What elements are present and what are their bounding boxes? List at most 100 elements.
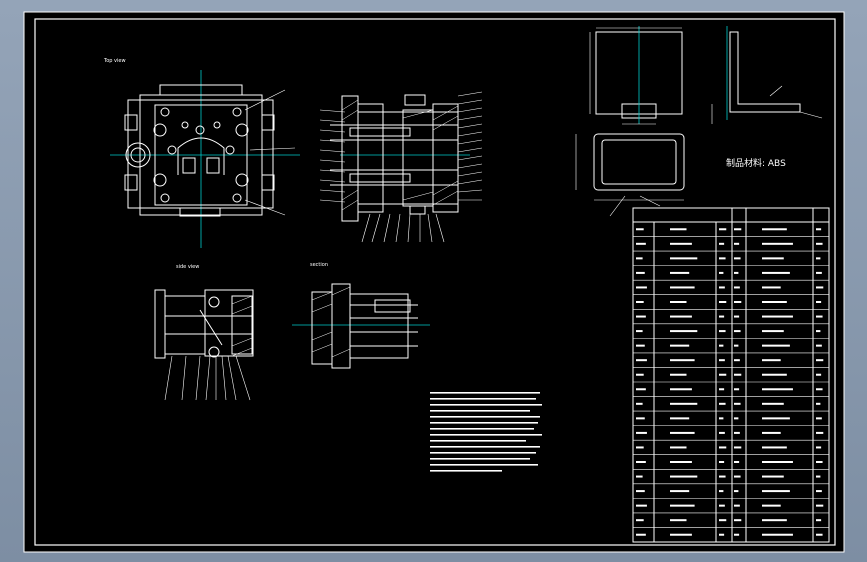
table-cell-glyphs bbox=[636, 533, 646, 536]
table-cell-glyphs bbox=[816, 344, 822, 347]
table-cell-glyphs bbox=[734, 446, 742, 449]
table-cell-glyphs bbox=[734, 388, 740, 391]
table-cell-glyphs bbox=[636, 431, 647, 434]
table-cell-glyphs bbox=[719, 388, 725, 391]
table-cell-glyphs bbox=[719, 373, 727, 376]
table-cell-glyphs bbox=[734, 402, 741, 405]
table-cell-glyphs bbox=[636, 490, 645, 493]
mold-side-section: side view bbox=[154, 264, 254, 401]
table-cell-glyphs bbox=[719, 446, 727, 449]
table-cell-glyphs bbox=[734, 301, 742, 303]
table-cell-glyphs bbox=[719, 315, 725, 318]
parts-table-rows bbox=[633, 228, 829, 536]
table-cell-glyphs bbox=[719, 257, 726, 260]
table-cell-glyphs bbox=[816, 242, 823, 245]
table-cell-glyphs bbox=[734, 286, 740, 289]
table-cell-glyphs bbox=[762, 431, 781, 434]
drawing-frame bbox=[34, 18, 836, 546]
mold-main-section bbox=[319, 91, 483, 243]
table-cell-glyphs bbox=[762, 228, 787, 231]
technical-notes bbox=[430, 392, 542, 472]
table-cell-glyphs bbox=[762, 446, 787, 449]
table-cell-glyphs bbox=[670, 431, 695, 434]
table-cell-glyphs bbox=[719, 519, 727, 522]
product-side-section bbox=[711, 26, 823, 124]
table-cell-glyphs bbox=[636, 301, 644, 303]
table-cell-glyphs bbox=[636, 271, 645, 274]
table-cell-glyphs bbox=[719, 344, 724, 347]
table-cell-glyphs bbox=[816, 431, 824, 434]
table-cell-glyphs bbox=[734, 242, 740, 245]
table-cell-glyphs bbox=[762, 475, 784, 478]
table-cell-glyphs bbox=[762, 373, 787, 376]
table-cell-glyphs bbox=[670, 533, 692, 536]
table-cell-glyphs bbox=[719, 330, 726, 333]
table-cell-glyphs bbox=[734, 315, 740, 318]
table-cell-glyphs bbox=[670, 461, 692, 463]
table-cell-glyphs bbox=[734, 359, 740, 362]
table-cell-glyphs bbox=[816, 446, 822, 449]
table-cell-glyphs bbox=[816, 461, 823, 463]
table-cell-glyphs bbox=[816, 417, 822, 420]
table-cell-glyphs bbox=[670, 228, 687, 231]
table-cell-glyphs bbox=[734, 490, 739, 493]
table-cell-glyphs bbox=[734, 228, 742, 231]
table-cell-glyphs bbox=[670, 446, 687, 449]
table-cell-glyphs bbox=[636, 373, 644, 376]
table-cell-glyphs bbox=[762, 533, 793, 536]
table-cell-glyphs bbox=[636, 228, 644, 231]
table-cell-glyphs bbox=[734, 431, 740, 434]
table-cell-glyphs bbox=[762, 286, 781, 289]
table-cell-glyphs bbox=[670, 301, 687, 303]
table-cell-glyphs bbox=[762, 461, 793, 463]
mold-top-view: Top view bbox=[103, 58, 300, 248]
table-cell-glyphs bbox=[719, 431, 725, 434]
table-cell-glyphs bbox=[670, 359, 695, 362]
table-cell-glyphs bbox=[816, 519, 822, 522]
table-cell-glyphs bbox=[636, 257, 643, 260]
table-cell-glyphs bbox=[762, 504, 781, 507]
table-cell-glyphs bbox=[816, 301, 822, 303]
table-cell-glyphs bbox=[816, 490, 822, 493]
table-cell-glyphs bbox=[816, 330, 821, 333]
table-cell-glyphs bbox=[719, 271, 724, 274]
table-cell-glyphs bbox=[816, 228, 822, 231]
table-cell-glyphs bbox=[719, 475, 726, 478]
table-cell-glyphs bbox=[762, 257, 784, 260]
table-cell-glyphs bbox=[734, 344, 739, 347]
svg-text:section: section bbox=[310, 262, 328, 268]
table-cell-glyphs bbox=[762, 388, 793, 391]
table-cell-glyphs bbox=[734, 519, 742, 522]
table-cell-glyphs bbox=[816, 373, 822, 376]
table-cell-glyphs bbox=[816, 475, 821, 478]
table-cell-glyphs bbox=[734, 461, 740, 463]
table-cell-glyphs bbox=[762, 359, 781, 362]
table-cell-glyphs bbox=[734, 373, 742, 376]
table-cell-glyphs bbox=[762, 490, 790, 493]
table-cell-glyphs bbox=[636, 330, 643, 333]
table-cell-glyphs bbox=[734, 330, 741, 333]
table-cell-glyphs bbox=[636, 461, 646, 463]
table-cell-glyphs bbox=[670, 490, 690, 493]
table-cell-glyphs bbox=[670, 417, 690, 420]
table-cell-glyphs bbox=[816, 315, 823, 318]
table-cell-glyphs bbox=[762, 344, 790, 347]
table-cell-glyphs bbox=[719, 286, 725, 289]
table-cell-glyphs bbox=[816, 257, 821, 260]
table-cell-glyphs bbox=[719, 461, 725, 463]
table-cell-glyphs bbox=[734, 533, 740, 536]
table-cell-glyphs bbox=[719, 228, 727, 231]
table-cell-glyphs bbox=[636, 242, 646, 245]
table-cell-glyphs bbox=[719, 490, 724, 493]
table-cell-glyphs bbox=[670, 388, 692, 391]
table-cell-glyphs bbox=[670, 344, 690, 347]
table-cell-glyphs bbox=[636, 519, 644, 522]
table-cell-glyphs bbox=[734, 504, 740, 507]
table-cell-glyphs bbox=[719, 533, 725, 536]
table-cell-glyphs bbox=[636, 504, 647, 507]
table-cell-glyphs bbox=[670, 315, 692, 318]
table-cell-glyphs bbox=[816, 504, 824, 507]
table-cell-glyphs bbox=[816, 533, 823, 536]
table-cell-glyphs bbox=[762, 519, 787, 522]
